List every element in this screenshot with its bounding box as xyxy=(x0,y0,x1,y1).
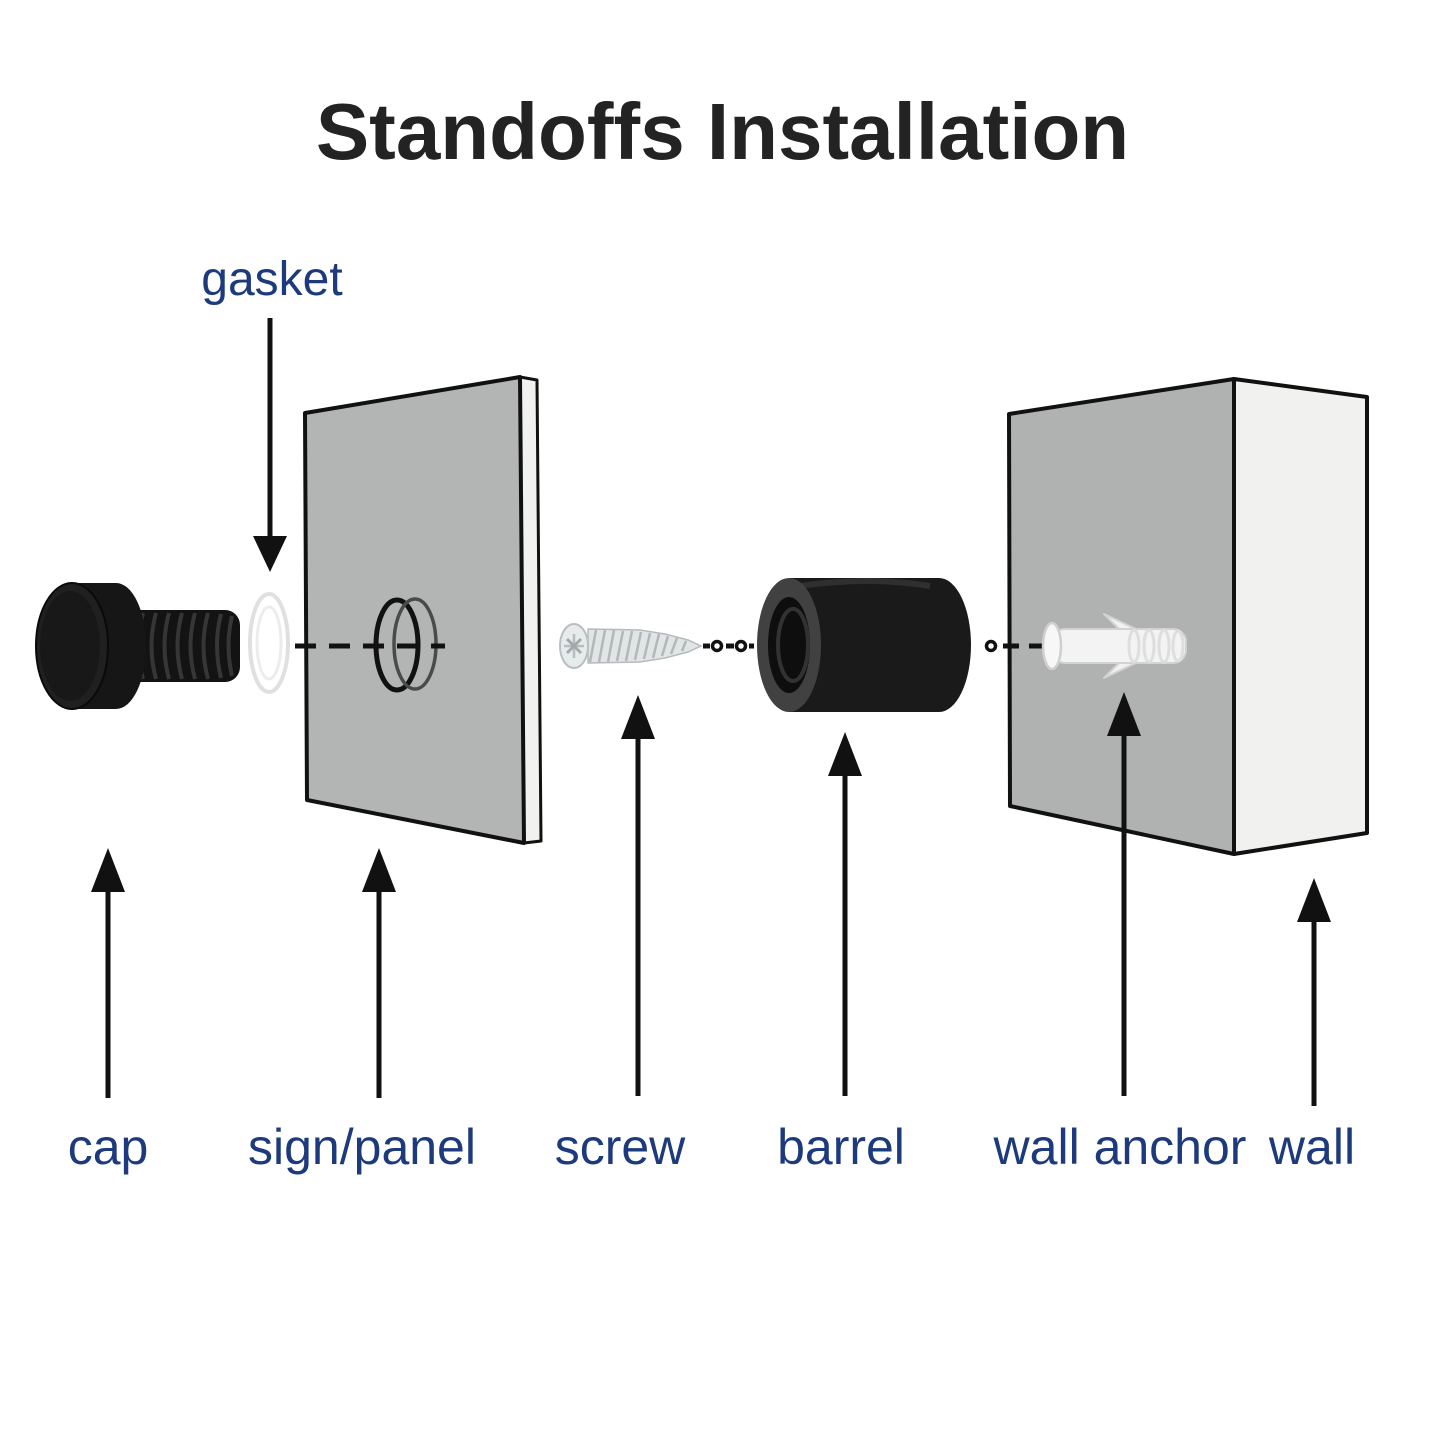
gasket-callout-arrow xyxy=(253,318,287,572)
barrel-label: barrel xyxy=(777,1119,905,1175)
sign-panel-label: sign/panel xyxy=(248,1119,476,1175)
screw-arrow xyxy=(621,695,655,1096)
barrel-graphic xyxy=(757,578,971,712)
center-axis-dashes-screw-barrel xyxy=(703,639,754,653)
gasket-label: gasket xyxy=(201,253,343,306)
wall-label: wall xyxy=(1268,1119,1356,1175)
screw-graphic xyxy=(559,623,703,669)
cap-arrow xyxy=(91,848,125,1098)
sign-panel-graphic xyxy=(303,375,543,845)
cap-label: cap xyxy=(67,1119,149,1175)
wall-anchor-arrow xyxy=(1107,692,1141,1096)
wall-anchor-graphic xyxy=(1041,613,1187,679)
barrel-arrow xyxy=(828,732,862,1096)
gasket-graphic xyxy=(248,592,290,694)
wall-anchor-label: wall anchor xyxy=(993,1119,1247,1175)
wall-graphic xyxy=(1007,377,1369,856)
wall-arrow xyxy=(1297,878,1331,1106)
sign-panel-arrow xyxy=(362,848,396,1098)
wall-front-face xyxy=(1007,377,1236,856)
panel-front-face xyxy=(303,375,526,845)
screw-label: screw xyxy=(554,1119,686,1175)
cap-graphic xyxy=(35,582,240,710)
page-title: Standoffs Installation xyxy=(315,87,1130,176)
center-axis-dashes-wall xyxy=(984,639,1046,653)
wall-side-face xyxy=(1232,377,1369,856)
